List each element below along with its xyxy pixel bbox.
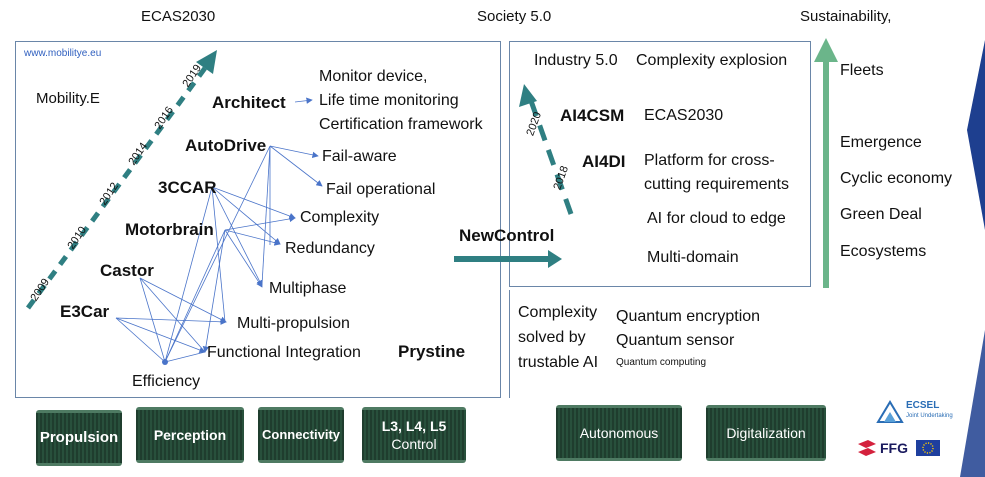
complexity-solved-2: solved by: [518, 329, 586, 346]
eu-stars-icon: [922, 442, 934, 454]
project-ai4di: AI4DI: [582, 152, 626, 171]
header-right: Sustainability,: [800, 8, 892, 25]
chip-connectivity-label: Connectivity: [261, 427, 340, 442]
ai-cloud-edge: AI for cloud to edge: [647, 210, 786, 227]
chip-control-label-2: Control: [391, 436, 437, 452]
ai4csm-desc: ECAS2030: [644, 107, 724, 124]
corner-decoration: [955, 0, 985, 477]
project-newcontrol: NewControl: [459, 226, 555, 245]
chip-digitalization: Digitalization: [706, 405, 826, 461]
project-motorbrain: Motorbrain: [125, 220, 214, 239]
right-timeline-arrow: [527, 97, 574, 215]
ecsel-text: ECSEL: [906, 400, 940, 411]
corner-shape: [960, 40, 985, 477]
multi-domain: Multi-domain: [647, 249, 739, 266]
feature-efficiency: Efficiency: [132, 373, 201, 390]
feature-complexity: Complexity: [300, 209, 380, 226]
sustain-arrow-shaft: [823, 60, 829, 288]
feature-fail-aware: Fail-aware: [322, 148, 397, 165]
left-box: [15, 41, 501, 398]
project-prystine: Prystine: [398, 342, 466, 361]
ffg-logo-mark: [858, 440, 876, 456]
project-castor: Castor: [100, 261, 154, 280]
sustain-fleets: Fleets: [840, 62, 884, 79]
ecsel-logo: ECSEL Joint Undertaking: [876, 398, 953, 428]
sustain-ecosystems: Ecosystems: [840, 243, 927, 260]
right-divider: [509, 290, 510, 398]
architect-line-2: Life time monitoring: [319, 92, 459, 109]
quantum-encryption: Quantum encryption: [616, 308, 761, 325]
chip-control-label-1: L3, L4, L5: [381, 418, 447, 434]
feature-multi-propulsion: Multi-propulsion: [237, 315, 350, 332]
ffg-text: FFG: [880, 440, 908, 456]
quantum-computing: Quantum computing: [616, 357, 707, 368]
sustain-arrowhead: [814, 38, 838, 62]
header-left: ECAS2030: [141, 8, 216, 25]
ffg-logo: FFG: [856, 436, 912, 464]
sustain-green-deal: Green Deal: [840, 206, 922, 223]
project-autodrive: AutoDrive: [185, 136, 267, 155]
feature-fail-operational: Fail operational: [326, 181, 436, 198]
sustain-emergence: Emergence: [840, 134, 922, 151]
architect-line-1: Monitor device,: [319, 68, 428, 85]
chip-connectivity: Connectivity: [258, 407, 344, 463]
project-3ccar: 3CCAR: [158, 178, 217, 197]
industry-5-label: Industry 5.0: [534, 52, 618, 69]
chip-autonomous-label: Autonomous: [579, 425, 659, 441]
efficiency-node: [162, 359, 168, 365]
chip-perception: Perception: [136, 407, 244, 463]
mobility-label: Mobility.E: [36, 90, 100, 107]
website-link[interactable]: www.mobilitye.eu: [24, 48, 102, 59]
ai4di-desc-2: cutting requirements: [644, 176, 789, 193]
project-e3car: E3Car: [60, 302, 110, 321]
timeline-arrowhead: [196, 50, 217, 74]
newcontrol-arrow-shaft: [454, 256, 550, 262]
project-ai4csm: AI4CSM: [560, 106, 625, 125]
feature-redundancy: Redundancy: [285, 240, 375, 257]
ai4di-desc-1: Platform for cross-: [644, 152, 775, 169]
eu-flag-icon: [916, 440, 940, 456]
complexity-explosion-label: Complexity explosion: [636, 52, 788, 69]
chip-digitalization-label: Digitalization: [726, 425, 806, 441]
right-box: [509, 41, 811, 287]
chip-autonomous: Autonomous: [556, 405, 682, 461]
ecsel-logo-mark: [876, 400, 904, 423]
chip-propulsion: Propulsion: [36, 410, 122, 466]
chip-control: L3, L4, L5 Control: [362, 407, 466, 463]
timeline-arrow: [25, 62, 211, 310]
feature-multiphase: Multiphase: [269, 280, 347, 297]
header-center: Society 5.0: [477, 8, 552, 25]
project-architect: Architect: [212, 93, 286, 112]
newcontrol-arrowhead: [548, 250, 562, 268]
complexity-solved-3: trustable AI: [518, 354, 599, 371]
architect-line-3: Certification framework: [319, 116, 483, 133]
complexity-solved-1: Complexity: [518, 304, 598, 321]
sustain-cyclic-economy: Cyclic economy: [840, 170, 953, 187]
connector-lines: [115, 97, 323, 363]
right-timeline-arrowhead: [519, 84, 537, 107]
quantum-sensor: Quantum sensor: [616, 332, 735, 349]
feature-functional-integration: Functional Integration: [207, 344, 361, 361]
chip-propulsion-label: Propulsion: [39, 429, 119, 446]
chip-perception-label: Perception: [153, 427, 227, 443]
ecsel-subtext: Joint Undertaking: [906, 413, 953, 419]
